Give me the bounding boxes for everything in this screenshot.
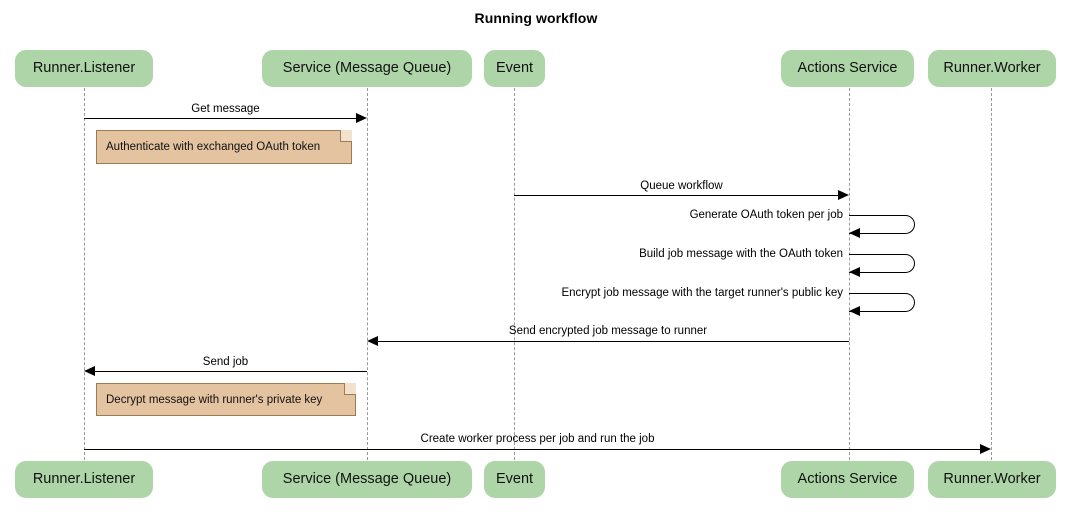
arrowhead-send-encrypted-job-message <box>367 336 378 346</box>
message-line-send-encrypted-job-message <box>378 341 849 342</box>
message-label-send-job: Send job <box>202 356 249 368</box>
message-label-queue-workflow: Queue workflow <box>640 180 723 192</box>
page-title: Running workflow <box>474 10 598 26</box>
arrowhead-create-worker-process <box>980 444 991 454</box>
message-label-generate-oauth-token: Generate OAuth token per job <box>689 209 843 221</box>
message-line-create-worker-process <box>84 449 980 450</box>
arrowhead-generate-oauth-token <box>849 228 860 238</box>
message-line-send-job <box>95 371 367 372</box>
note-fold-icon <box>340 130 352 142</box>
selfloop-build-job-message <box>849 254 915 273</box>
arrowhead-get-message <box>356 113 367 123</box>
arrowhead-send-job <box>84 366 95 376</box>
note-decrypt: Decrypt message with runner's private ke… <box>96 383 356 416</box>
lifeline-event <box>514 88 515 460</box>
selfloop-generate-oauth-token <box>849 215 915 234</box>
arrowhead-queue-workflow <box>838 190 849 200</box>
note-decrypt-label: Decrypt message with runner's private ke… <box>106 393 323 406</box>
selfloop-encrypt-job-message <box>849 293 915 312</box>
message-label-send-encrypted-job-message: Send encrypted job message to runner <box>508 325 708 337</box>
participant-event-bottom[interactable]: Event <box>484 461 545 498</box>
arrowhead-encrypt-job-message <box>849 306 860 316</box>
note-fold-icon <box>344 383 356 395</box>
message-label-get-message: Get message <box>191 103 260 115</box>
arrowhead-build-job-message <box>849 267 860 277</box>
participant-runner-worker-bottom[interactable]: Runner.Worker <box>928 461 1056 498</box>
lifeline-runner-listener <box>84 88 85 460</box>
message-label-create-worker-process: Create worker process per job and run th… <box>420 433 655 445</box>
message-line-get-message <box>84 118 356 119</box>
message-label-build-job-message: Build job message with the OAuth token <box>639 248 843 260</box>
participant-runner-worker-top[interactable]: Runner.Worker <box>928 50 1056 87</box>
participant-runner-listener-top[interactable]: Runner.Listener <box>15 50 153 87</box>
participant-service-message-queue-bottom[interactable]: Service (Message Queue) <box>262 461 472 498</box>
lifeline-service-message-queue <box>367 88 368 460</box>
participant-runner-listener-bottom[interactable]: Runner.Listener <box>15 461 153 498</box>
participant-service-message-queue-top[interactable]: Service (Message Queue) <box>262 50 472 87</box>
lifeline-runner-worker <box>991 88 992 460</box>
note-authenticate: Authenticate with exchanged OAuth token <box>96 130 352 164</box>
note-authenticate-label: Authenticate with exchanged OAuth token <box>106 141 321 153</box>
participant-actions-service-bottom[interactable]: Actions Service <box>781 461 914 498</box>
participant-event-top[interactable]: Event <box>484 50 545 87</box>
message-label-encrypt-job-message: Encrypt job message with the target runn… <box>561 287 843 299</box>
participant-actions-service-top[interactable]: Actions Service <box>781 50 914 87</box>
message-line-queue-workflow <box>514 195 838 196</box>
